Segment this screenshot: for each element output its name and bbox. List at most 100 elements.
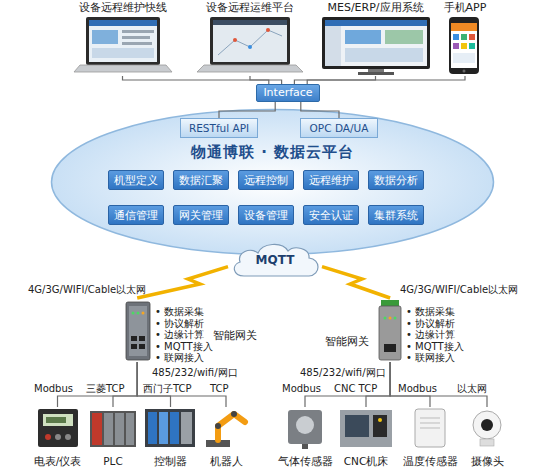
edge-label: CNC TCP bbox=[334, 383, 377, 395]
controller-module bbox=[181, 412, 192, 444]
edge-label: 以太网 bbox=[457, 383, 487, 395]
connector-line bbox=[390, 362, 487, 407]
node-text: 集群系统 bbox=[369, 209, 423, 221]
app-tile bbox=[469, 43, 475, 49]
node-text: 机器人 bbox=[200, 455, 252, 467]
device-node: 温度传感器 bbox=[400, 407, 460, 467]
robot-arm bbox=[218, 414, 245, 440]
bullet-item: • 协议解析 bbox=[406, 318, 455, 330]
ethernet-port bbox=[131, 336, 137, 341]
screen-header bbox=[213, 20, 287, 25]
camera-body bbox=[473, 411, 501, 439]
phone-button bbox=[463, 70, 466, 73]
node-text: 气体传感器 bbox=[275, 455, 335, 467]
edge-label: Modbus bbox=[398, 383, 437, 395]
node-text: 设备远程运维平台 bbox=[195, 2, 305, 15]
meter-display bbox=[43, 414, 73, 426]
screen-line bbox=[122, 30, 154, 33]
gateway-face bbox=[129, 306, 147, 356]
plc-module bbox=[115, 413, 124, 445]
screen-line bbox=[122, 36, 150, 39]
function-box: 通信管理 bbox=[108, 205, 164, 225]
edge-label: 4G/3G/WIFI/Cable以太网 bbox=[28, 284, 146, 296]
node-text: 温度传感器 bbox=[400, 455, 460, 467]
node-text: MES/ERP/应用系统 bbox=[318, 2, 433, 15]
screen-sidebar bbox=[325, 26, 341, 66]
edge-label: Modbus bbox=[34, 383, 73, 395]
status-led bbox=[384, 317, 387, 320]
meter-body bbox=[38, 409, 78, 447]
node-text: 远程控制 bbox=[239, 174, 293, 186]
node-text: 机型定义 bbox=[109, 174, 163, 186]
laptop-screen bbox=[213, 20, 287, 62]
camera-lens bbox=[481, 419, 493, 431]
node-text: OPC DA/UA bbox=[301, 122, 377, 134]
status-led bbox=[389, 317, 392, 320]
node-text: 物通博联 · 数据云平台 bbox=[50, 144, 495, 161]
function-box: 设备管理 bbox=[238, 205, 294, 225]
phone-screen bbox=[451, 23, 477, 68]
bullet-item: • 边缘计算 bbox=[406, 329, 455, 341]
device-node: PLC bbox=[88, 407, 138, 467]
node-text: 数据分析 bbox=[369, 174, 423, 186]
app-tile bbox=[453, 43, 459, 49]
device-node: 电表/仪表 bbox=[30, 407, 85, 467]
monitor-frame bbox=[322, 17, 430, 69]
screen-block bbox=[92, 30, 118, 44]
node-text: MQTT bbox=[228, 254, 322, 268]
camera-base bbox=[480, 439, 494, 446]
app-tile bbox=[453, 34, 459, 40]
controller-module bbox=[148, 412, 157, 444]
node-text: 数据汇聚 bbox=[174, 174, 228, 186]
screen-node: MES/ERP/应用系统 bbox=[318, 2, 433, 76]
robot-joint bbox=[215, 423, 221, 429]
monitor-screen bbox=[325, 20, 427, 66]
ethernet-port bbox=[131, 344, 137, 349]
lightning-link bbox=[322, 267, 390, 298]
app-block bbox=[453, 53, 475, 63]
node-text: 控制器 bbox=[143, 455, 198, 467]
edge-label: 4G/3G/WIFI/Cable以太网 bbox=[400, 284, 518, 296]
api-box: OPC DA/UA bbox=[300, 118, 378, 138]
node-text: Interface bbox=[257, 87, 319, 100]
function-box: 机型定义 bbox=[108, 170, 164, 190]
edge-label: 西门子TCP bbox=[143, 383, 192, 395]
device-node: CNC机床 bbox=[338, 407, 394, 467]
ethernet-port bbox=[139, 344, 145, 349]
node-text: 设备管理 bbox=[239, 209, 293, 221]
interface-box: Interface bbox=[256, 84, 320, 102]
function-box: 远程维护 bbox=[303, 170, 359, 190]
meter-digits bbox=[46, 417, 66, 423]
sensor-vent bbox=[420, 423, 440, 424]
status-led bbox=[142, 312, 145, 315]
ethernet-port bbox=[139, 336, 145, 341]
screen-header bbox=[325, 20, 427, 26]
map-pin bbox=[266, 28, 270, 32]
gateway-node: 智能网关 bbox=[322, 298, 404, 362]
laptop-screen bbox=[89, 20, 157, 62]
connector-line bbox=[250, 76, 282, 84]
function-box: 数据汇聚 bbox=[173, 170, 229, 190]
status-led bbox=[137, 312, 140, 315]
robot-joint bbox=[231, 411, 237, 417]
screen-block bbox=[345, 30, 381, 44]
edge-label: Modbus bbox=[282, 383, 321, 395]
function-box: 集群系统 bbox=[368, 205, 424, 225]
node-text: 安全认证 bbox=[304, 209, 358, 221]
connector-line bbox=[123, 76, 269, 84]
controller-module bbox=[170, 412, 179, 444]
map-pin bbox=[233, 38, 237, 42]
sensor-vent bbox=[420, 418, 440, 419]
cnc-light bbox=[378, 418, 382, 422]
api-box: RESTful API bbox=[180, 118, 258, 138]
screen-block bbox=[385, 30, 423, 44]
node-text: 网关管理 bbox=[174, 209, 228, 221]
sensor-face bbox=[296, 416, 314, 434]
lightning-link bbox=[137, 267, 228, 298]
app-header bbox=[451, 23, 477, 31]
app-tile bbox=[469, 34, 475, 40]
screen-node: 设备远程维护快线 bbox=[75, 2, 170, 76]
screen-node: 设备远程运维平台 bbox=[195, 2, 305, 76]
function-box: 安全认证 bbox=[303, 205, 359, 225]
node-text: PLC bbox=[88, 455, 138, 467]
